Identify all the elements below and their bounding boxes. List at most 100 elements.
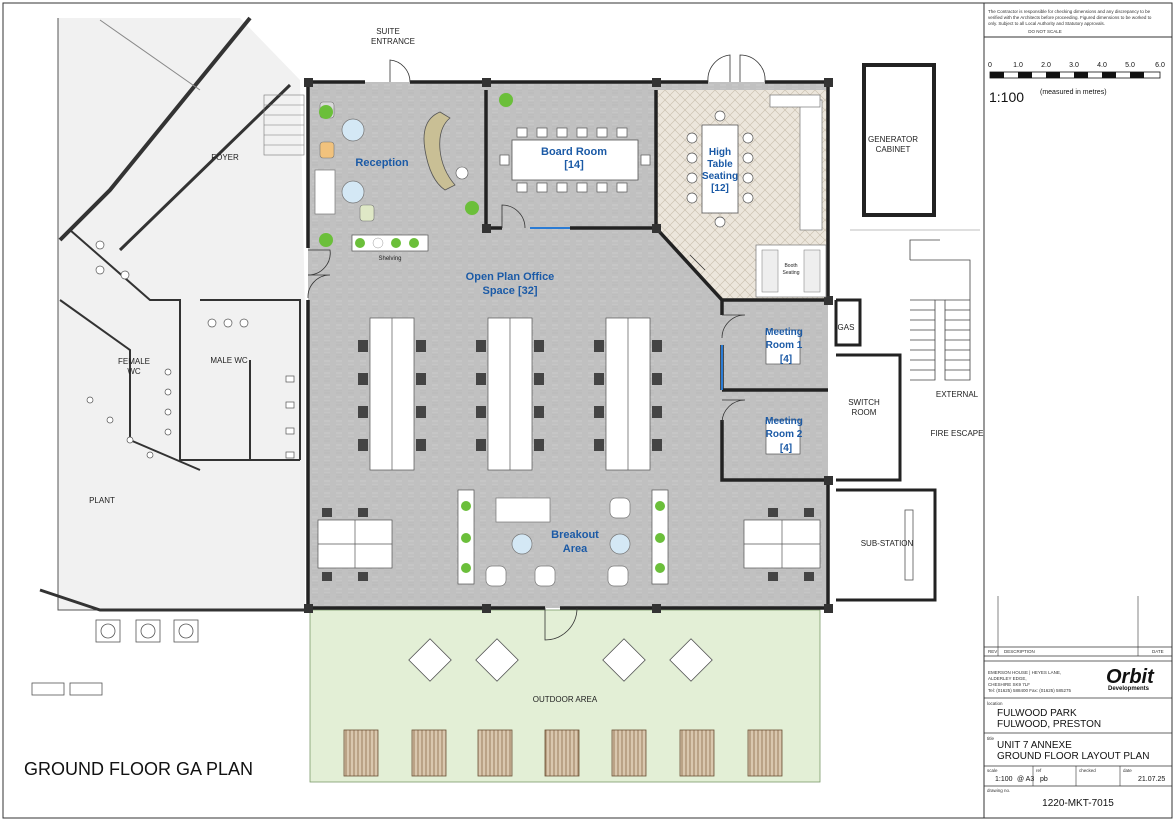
- female-wc-label-2: WC: [127, 367, 141, 376]
- breakout-label-1: Breakout: [551, 529, 599, 541]
- shelving-label: Shelving: [378, 256, 401, 262]
- company-logo-main: Orbit: [1106, 666, 1155, 688]
- board-room-capacity: [14]: [564, 159, 584, 171]
- side-desk-chairs: [322, 508, 814, 581]
- generator-label-1: GENERATOR: [868, 135, 918, 144]
- wc-fixtures: [86, 240, 295, 459]
- rev-header: REV: [988, 649, 997, 654]
- company-logo-sub: Developments: [1108, 686, 1150, 692]
- drawing-number: 1220-MKT-7015: [1042, 798, 1114, 809]
- scale-field-label: scale: [987, 768, 998, 773]
- side-desks: [317, 519, 821, 569]
- reception-label: Reception: [355, 157, 408, 169]
- scale-tick-3: 3.0: [1069, 62, 1079, 69]
- high-table-label-4: [12]: [711, 183, 729, 194]
- sub-station-label: SUB-STATION: [861, 539, 914, 548]
- foyer-stairs: [263, 94, 305, 156]
- glazing: [530, 227, 723, 390]
- disclaimer-line-3: only. Subject to all Local Authority and…: [988, 21, 1105, 26]
- high-table-label-2: Table: [707, 159, 733, 170]
- meeting-room-1-capacity: [4]: [780, 354, 792, 365]
- meeting-room-2-label-2: Room 2: [766, 429, 803, 440]
- board-room-label: Board Room: [541, 146, 607, 158]
- title-line-1: UNIT 7 ANNEXE: [997, 740, 1072, 751]
- breakout-label-2: Area: [563, 543, 588, 555]
- scale-tick-4: 4.0: [1097, 62, 1107, 69]
- open-plan-label-1: Open Plan Office: [466, 271, 555, 283]
- outdoor-tables: [343, 638, 783, 777]
- booth-seating-label-2: Seating: [783, 270, 800, 276]
- ac-units: [31, 619, 199, 696]
- foyer-label: FOYER: [211, 153, 239, 162]
- fire-escape-stair: [909, 239, 971, 381]
- ref-field-label: ref: [1036, 768, 1042, 773]
- paper-size-value: @ A3: [1017, 776, 1034, 783]
- location-line-1: FULWOOD PARK: [997, 708, 1077, 719]
- generator-label-2: CABINET: [876, 145, 911, 154]
- male-wc-label: MALE WC: [210, 356, 248, 365]
- scale-tick-1: 1.0: [1013, 62, 1023, 69]
- scale-ratio: 1:100: [989, 89, 1024, 105]
- title-line-2: GROUND FLOOR LAYOUT PLAN: [997, 751, 1149, 762]
- suite-entrance-label-1: SUITE: [376, 27, 400, 36]
- date-field-value: 21.07.25: [1138, 776, 1165, 783]
- date-header: DATE: [1152, 649, 1164, 654]
- plants: [319, 93, 513, 247]
- fire-escape-label-2: FIRE ESCAPE: [931, 429, 984, 438]
- meeting-room-2-capacity: [4]: [780, 443, 792, 454]
- drawing-no-label: drawing no.: [987, 788, 1010, 793]
- suite-entrance-label-2: ENTRANCE: [371, 37, 415, 46]
- title-block: The Contractor is responsible for checki…: [984, 9, 1172, 809]
- scale-tick-2: 2.0: [1041, 62, 1051, 69]
- desk-chairs: [358, 340, 662, 451]
- scale-tick-5: 5.0: [1125, 62, 1135, 69]
- board-table: [499, 127, 651, 193]
- drawing-title: GROUND FLOOR GA PLAN: [24, 759, 253, 779]
- reception-shelving: [351, 234, 429, 252]
- booth-seating-label-1: Booth: [784, 263, 797, 269]
- fire-escape-label-1: EXTERNAL: [936, 390, 979, 399]
- address-line-2: ALDERLEY EDGE,: [988, 676, 1027, 681]
- meeting-room-1-label-1: Meeting: [765, 327, 803, 338]
- scale-tick-6: 6.0: [1155, 62, 1165, 69]
- disclaimer-line-4: DO NOT SCALE: [1028, 29, 1061, 34]
- meeting-room-2-label-1: Meeting: [765, 416, 803, 427]
- checked-field-label: checked: [1079, 768, 1096, 773]
- columns: [304, 78, 833, 613]
- disclaimer-line-1: The Contractor is responsible for checki…: [988, 9, 1151, 14]
- plant-label: PLANT: [89, 496, 115, 505]
- existing-building-area: [58, 18, 305, 610]
- meeting-room-1-label-2: Room 1: [766, 340, 803, 351]
- gas-label: GAS: [838, 323, 855, 332]
- scale-field-value: 1:100: [995, 776, 1013, 783]
- description-header: DESCRIPTION: [1004, 649, 1035, 654]
- utility-walls: [834, 63, 937, 602]
- switch-room-label-1: SWITCH: [848, 398, 880, 407]
- disclaimer-line-2: verified with the Architects before proc…: [988, 15, 1152, 20]
- address-line-4: Tel: (01625) 588400 Fax: (01625) 585275: [988, 688, 1072, 693]
- female-wc-label-1: FEMALE: [118, 357, 150, 366]
- meeting-tables: [765, 329, 801, 455]
- doors: [307, 54, 766, 641]
- scale-unit-note: (measured in metres): [1040, 89, 1107, 96]
- address-line-3: CHESHIRE SK9 7LF: [988, 682, 1030, 687]
- location-line-2: FULWOOD, PRESTON: [997, 719, 1101, 730]
- date-field-label: date: [1123, 768, 1132, 773]
- desk-clusters: [369, 317, 651, 471]
- outdoor-area-label: OUTDOOR AREA: [533, 695, 598, 704]
- switch-room-label-2: ROOM: [852, 408, 877, 417]
- ref-field-value: pb: [1040, 776, 1048, 783]
- high-table-label-3: Seating: [702, 171, 738, 182]
- address-line-1: EMERSON HOUSE | HEYES LANE,: [988, 670, 1061, 675]
- scale-bar: 0 1.0 2.0 3.0 4.0 5.0 6.0 1:100 (measure…: [988, 62, 1165, 105]
- reception-furniture: [314, 101, 469, 222]
- breakout-furniture: [457, 489, 669, 587]
- title-label: title: [987, 736, 995, 741]
- high-table-label-1: High: [709, 147, 731, 158]
- open-plan-label-2: Space [32]: [482, 285, 537, 297]
- scale-tick-0: 0: [988, 62, 992, 69]
- high-table: [686, 94, 827, 298]
